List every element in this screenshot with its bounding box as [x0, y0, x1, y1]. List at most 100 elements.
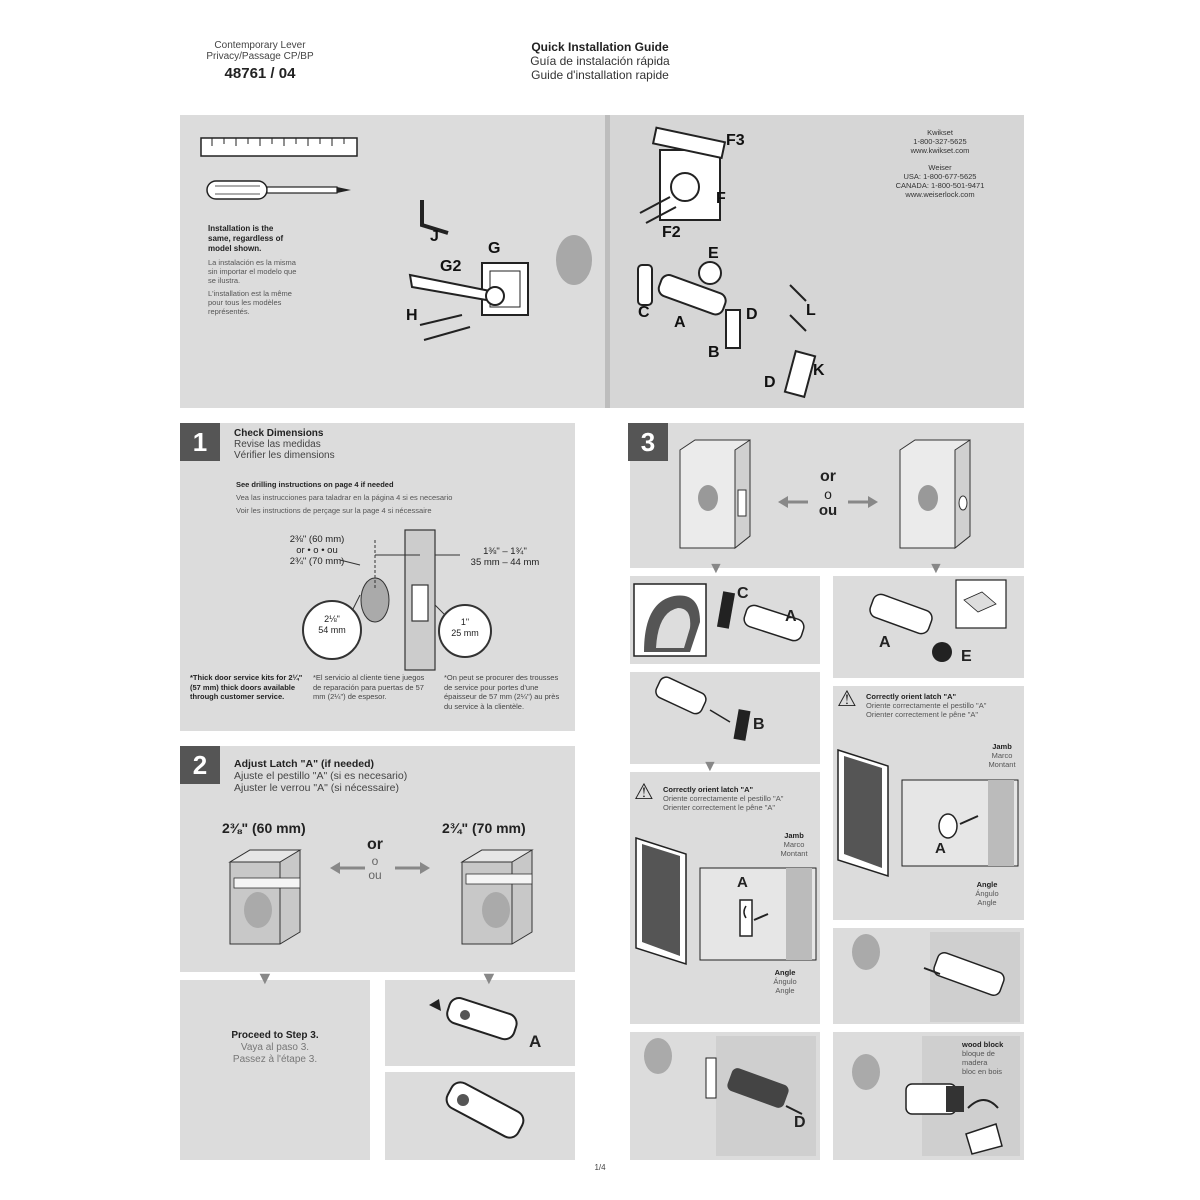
proceed-text: Proceed to Step 3. Vaya al paso 3. Passe… — [190, 1030, 360, 1066]
product-line-2: Privacy/Passage CP/BP — [206, 51, 314, 62]
angle-en-r: Angle — [976, 880, 998, 889]
orient-text-right: Correctly orient latch "A" Oriente corre… — [866, 692, 986, 719]
orient-en-l: Correctly orient latch "A" — [663, 785, 754, 794]
drill-en: See drilling instructions on page 4 if n… — [236, 480, 394, 489]
step3-or-es: o — [824, 486, 832, 502]
step3-label-b: B — [753, 716, 765, 733]
jamb-es-l: Marco — [783, 840, 805, 849]
part-label-l: L — [806, 302, 816, 319]
ruler-icon — [200, 137, 358, 157]
step1-title-fr: Vérifier les dimensions — [234, 450, 335, 461]
lever-parts-diagram: J G G2 H — [406, 200, 529, 341]
step2-title: Adjust Latch "A" (if needed) Ajuste el p… — [234, 758, 407, 794]
step3-or: or o ou — [800, 468, 856, 519]
angle-es-r: Ángulo — [975, 889, 999, 898]
step2-title-en: Adjust Latch "A" (if needed) — [234, 758, 375, 770]
step3-label-a3: A — [879, 634, 891, 651]
door-block-right — [460, 849, 534, 945]
latch-adjust-2 — [445, 1081, 525, 1139]
thick-door-note-es: *El servicio al cliente tiene juegos de … — [313, 673, 425, 701]
thickness-in: 1⅜" – 1¾" — [483, 546, 527, 557]
contact-usa: USA: 1-800-677-5625 — [903, 172, 977, 181]
or-arrows-step3 — [778, 496, 878, 508]
part-label-f: F — [716, 190, 726, 207]
bore-mm: 54 mm — [318, 625, 346, 635]
wood-block-text: wood block bloque de madera bloc en bois — [962, 1040, 1020, 1076]
part-label-d2: D — [764, 374, 776, 391]
orient-fr-l: Orienter correctement le pêne "A" — [663, 803, 776, 812]
proceed-es: Vaya al paso 3. — [240, 1042, 310, 1053]
thickness-mm: 35 mm – 44 mm — [470, 557, 540, 568]
step2-or: or o ou — [330, 836, 420, 882]
part-label-k: K — [813, 362, 825, 379]
latch-a — [657, 274, 727, 316]
bore-in: 2⅛" — [324, 614, 340, 624]
step1-title-es: Revise las medidas — [234, 439, 321, 450]
step3-or-en: or — [820, 468, 836, 485]
down-arrow-left: ▼ — [256, 968, 274, 988]
part-label-a: A — [674, 314, 686, 331]
title-es: Guía de instalación rápida — [530, 54, 670, 68]
part-label-f3: F3 — [726, 132, 745, 149]
part-label-j: J — [430, 228, 439, 245]
door-edge-left-step3 — [679, 439, 751, 550]
orient-text-left: Correctly orient latch "A" Oriente corre… — [663, 785, 783, 812]
orient-en-r: Correctly orient latch "A" — [866, 692, 957, 701]
note-en: Installation is the same, regardless of … — [208, 224, 284, 253]
down-arrow-3c: ▼ — [928, 560, 944, 577]
latch-adjust-1 — [429, 997, 518, 1041]
latch-insert-right — [852, 932, 1020, 1022]
backset-b: 2¾" (70 mm) — [289, 556, 345, 567]
latch-install-d — [644, 1036, 816, 1156]
screwdriver-icon — [206, 180, 351, 200]
contact-brand-2: Weiser — [928, 163, 952, 172]
proceed-fr: Passez à l'étape 3. — [232, 1054, 318, 1065]
contact-brand-1: Kwikset — [927, 128, 953, 137]
jamb-text-right: Jamb Marco Montant — [980, 742, 1024, 769]
orient-fr-r: Orienter correctement le pêne "A" — [866, 710, 979, 719]
part-label-b: B — [708, 344, 720, 361]
warning-icon-right: ⚠ — [837, 686, 857, 711]
down-arrow-3a: ▼ — [708, 560, 724, 577]
angle-fr-r: Angle — [977, 898, 997, 907]
thick-door-note-en: *Thick door service kits for 2¼" (57 mm)… — [190, 673, 303, 701]
step1-panel — [180, 423, 575, 731]
step1-drill-note: See drilling instructions on page 4 if n… — [236, 478, 452, 517]
door-thickness-labels: 1⅜" – 1¾" 35 mm – 44 mm — [450, 546, 560, 568]
contact-phone-1: 1-800-327-5625 — [913, 137, 967, 146]
jamb-fr-r: Montant — [988, 760, 1016, 769]
backset-a: 2⅜" (60 mm) — [289, 534, 345, 545]
part-label-h: H — [406, 307, 418, 324]
step3-label-a1: A — [785, 608, 797, 625]
backset-or: or • o • ou — [296, 545, 338, 556]
size-right: 2¾" (70 mm) — [442, 820, 526, 836]
contact-canada: CANADA: 1-800-501-9471 — [895, 181, 985, 190]
step3-label-e: E — [961, 648, 972, 665]
step1-title-en: Check Dimensions — [234, 428, 324, 439]
size-left: 2⅜" (60 mm) — [222, 820, 306, 836]
product-header: Contemporary Lever Privacy/Passage CP/BP… — [190, 40, 330, 82]
orient-es-r: Oriente correctamente el pestillo "A" — [866, 701, 987, 710]
drill-es: Vea las instrucciones para taladrar en l… — [236, 493, 453, 502]
door-block-left — [228, 849, 302, 945]
step2-label-a: A — [529, 1032, 542, 1051]
note-fr: L'installation est la même pour tous les… — [208, 289, 292, 316]
model-number: 48761 / 04 — [224, 65, 296, 82]
edge-circle: 1" 25 mm — [438, 604, 492, 658]
wood-block-diagram — [852, 1036, 1020, 1156]
step2-title-fr: Ajuster le verrou "A" (si nécessaire) — [234, 782, 400, 794]
latch-b-diagram — [655, 676, 751, 741]
angle-es-l: Ángulo — [773, 977, 797, 986]
step3-label-a4: A — [935, 840, 946, 857]
overview-left-panel — [180, 115, 605, 408]
step2-proceed-panel — [180, 980, 370, 1160]
step3-or-fr: ou — [818, 502, 838, 519]
bore-circle: 2⅛" 54 mm — [302, 600, 362, 660]
dimension-diagram — [339, 529, 460, 671]
contact-web-2: www.weiserlock.com — [905, 190, 975, 199]
warning-icon-left: ⚠ — [634, 779, 654, 804]
door-orient-right — [837, 748, 1019, 878]
part-label-d: D — [746, 306, 758, 323]
jamb-text-left: Jamb Marco Montant — [772, 831, 816, 858]
overview-note: Installation is the same, regardless of … — [208, 224, 298, 316]
